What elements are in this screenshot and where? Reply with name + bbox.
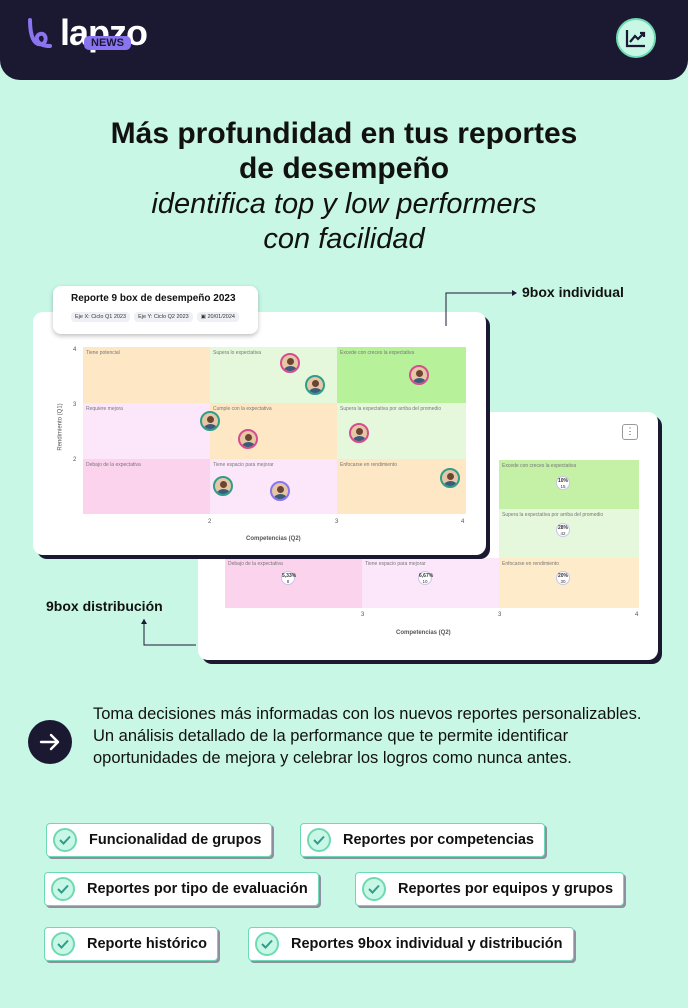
trend-chart-icon — [625, 30, 646, 48]
arrow-button[interactable] — [28, 720, 72, 764]
dist-badge: 5,33%8 — [281, 571, 297, 585]
dist-badge: 10%15 — [556, 476, 570, 490]
report-title: Reporte 9 box de desempeño 2023 — [71, 293, 236, 304]
employee-avatar[interactable] — [349, 423, 369, 443]
x-axis-pill: Eje X: Ciclo Q1 2023 — [71, 312, 131, 322]
individual-report-card: Tiene potencial Supera lo expectativa Ex… — [33, 312, 486, 555]
feature-history: Reporte histórico — [44, 927, 219, 961]
report-header-tag: Reporte 9 box de desempeño 2023 Eje X: C… — [53, 286, 258, 334]
date-pill: ▣ 20/01/2024 — [196, 312, 239, 322]
employee-avatar[interactable] — [440, 468, 460, 488]
distribution-label: 9box distribución — [46, 598, 163, 614]
y-axis-pill: Eje Y: Ciclo Q2 2023 — [134, 312, 193, 322]
check-icon — [362, 877, 386, 901]
employee-avatar[interactable] — [238, 429, 258, 449]
feature-evaluation-type: Reportes por tipo de evaluación — [44, 872, 319, 906]
trend-button[interactable] — [616, 18, 656, 58]
employee-avatar[interactable] — [200, 411, 220, 431]
check-icon — [51, 932, 75, 956]
description-text: Toma decisiones más informadas con los n… — [93, 705, 642, 767]
employee-avatar[interactable] — [305, 375, 325, 395]
individual-grid: Tiene potencial Supera lo expectativa Ex… — [83, 347, 466, 514]
feature-9box: Reportes 9box individual y distribución — [248, 927, 574, 961]
more-options-icon[interactable]: ⋮ — [622, 424, 638, 440]
check-icon — [53, 828, 77, 852]
lapzo-logo-icon — [28, 18, 52, 48]
dist-badge: 6,67%10 — [418, 571, 434, 585]
calendar-icon: ▣ — [200, 314, 208, 320]
dist-cell: Enfocarse en rendimiento 20%30 — [499, 558, 639, 608]
employee-avatar[interactable] — [270, 481, 290, 501]
check-icon — [255, 932, 279, 956]
dist-cell: Debajo de la expectativa 5,33%8 — [225, 558, 362, 608]
dist-badge: 28%42 — [556, 523, 570, 537]
dist-cell: Excede con creces la expectativa 10%15 — [499, 460, 639, 509]
feature-teams-groups: Reportes por equipos y grupos — [355, 872, 625, 906]
employee-avatar[interactable] — [409, 365, 429, 385]
check-icon — [51, 877, 75, 901]
news-badge: NEWS — [84, 36, 131, 50]
feature-competencies: Reportes por competencias — [300, 823, 545, 857]
x-axis-label: Competencias (Q2) — [246, 536, 301, 542]
x-axis-label: Competencias (Q2) — [396, 630, 451, 636]
page-subtitle: identifica top y low performers con faci… — [151, 188, 537, 255]
employee-avatar[interactable] — [280, 353, 300, 373]
header: lapzo NEWS — [0, 0, 688, 80]
feature-groups: Funcionalidad de grupos — [46, 823, 273, 857]
dist-cell: Tiene espacio para mejorar 6,67%10 — [362, 558, 499, 608]
dist-badge: 20%30 — [556, 571, 570, 585]
page-title: Más profundidad en tus reportes de desem… — [110, 117, 578, 185]
individual-label: 9box individual — [522, 284, 624, 300]
check-icon — [307, 828, 331, 852]
arrow-right-icon — [39, 733, 60, 751]
employee-avatar[interactable] — [213, 476, 233, 496]
dist-cell: Supera la expectativa por arriba del pro… — [499, 509, 639, 558]
